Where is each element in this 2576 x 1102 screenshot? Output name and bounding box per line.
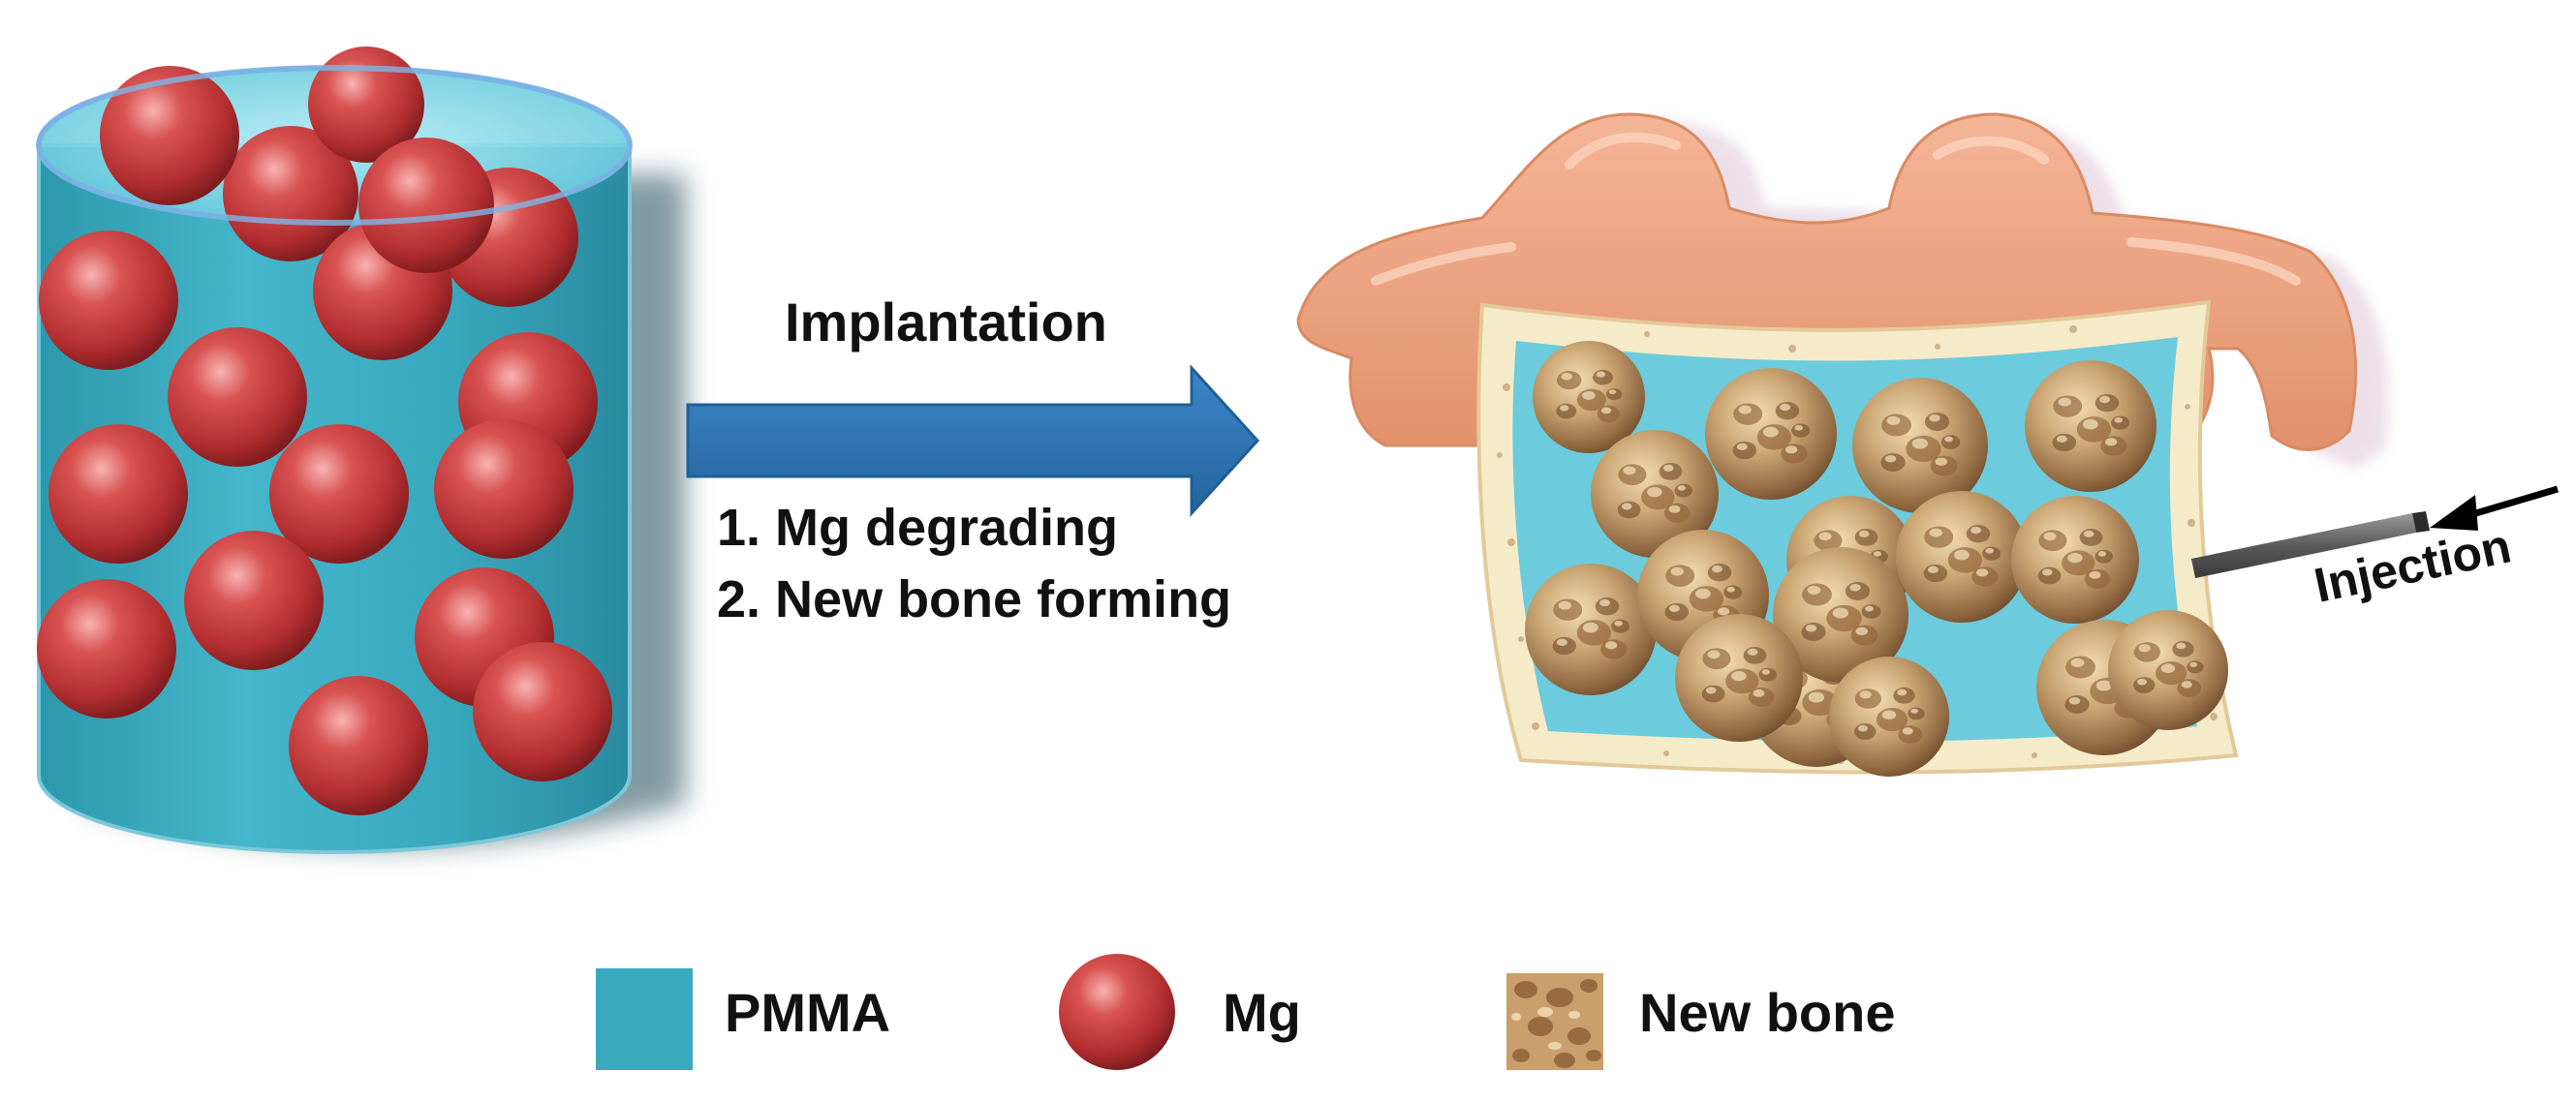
injection-pointer-arrow <box>2430 485 2559 531</box>
new-bone-sphere <box>1525 564 1657 695</box>
implantation-label: Implantation <box>785 291 1107 352</box>
mg-sphere <box>39 230 178 370</box>
vertebra-highlight <box>1371 132 2301 286</box>
implantation-arrow <box>686 364 1260 517</box>
mg-sphere <box>269 424 409 564</box>
mg-sphere <box>358 138 494 273</box>
legend-new-bone-label: New bone <box>1639 982 1896 1043</box>
new-bone-sphere <box>1896 491 2028 623</box>
legend-mg-swatch <box>1059 954 1175 1070</box>
mg-sphere <box>223 126 358 261</box>
mg-sphere <box>473 642 612 781</box>
legend-mg-label: Mg <box>1223 982 1301 1043</box>
mg-sphere <box>308 46 424 163</box>
mg-sphere <box>289 676 428 815</box>
legend-pmma-swatch <box>596 968 693 1070</box>
cylinder-rim <box>36 65 633 226</box>
new-bone-spheres <box>1525 341 2228 777</box>
new-bone-sphere <box>1675 614 1803 742</box>
new-bone-sphere <box>1829 657 1949 777</box>
new-bone-sphere <box>1852 378 1988 513</box>
mg-sphere <box>184 531 324 670</box>
step-mg-degrading-label: 1. Mg degrading <box>717 499 1119 557</box>
new-bone-sphere <box>1591 430 1719 558</box>
step-new-bone-forming-label: 2. New bone forming <box>717 570 1232 628</box>
injection-needle <box>2191 511 2430 578</box>
new-bone-sphere <box>2025 360 2157 492</box>
new-bone-sphere <box>1773 547 1909 683</box>
mg-spheres <box>37 46 612 815</box>
new-bone-sphere <box>1705 368 1837 500</box>
legend <box>596 954 1603 1070</box>
mg-sphere <box>37 579 176 719</box>
mg-sphere <box>434 419 574 559</box>
new-bone-sphere <box>1533 341 1645 453</box>
legend-pmma-label: PMMA <box>725 982 891 1043</box>
legend-new-bone-swatch <box>1506 973 1603 1070</box>
new-bone-sphere <box>2108 610 2228 730</box>
mg-sphere <box>48 424 188 564</box>
mg-sphere <box>100 66 239 205</box>
mg-sphere <box>168 327 307 467</box>
new-bone-sphere <box>2011 496 2139 624</box>
